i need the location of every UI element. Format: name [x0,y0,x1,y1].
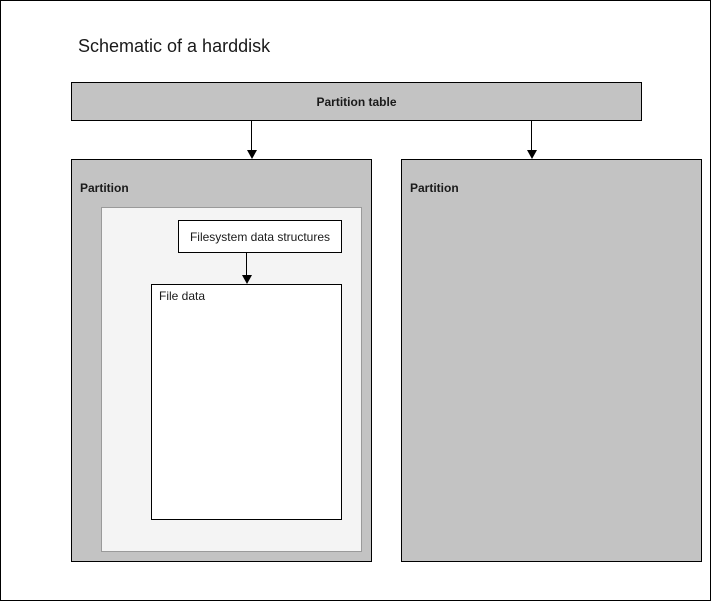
filesystem-data-structures-label: Filesystem data structures [189,229,331,244]
file-data-label: File data [159,289,206,303]
arrow-down-icon-to-partition-2 [526,121,537,159]
arrow-down-icon-to-file-data [241,253,252,284]
arrow-head [246,150,257,159]
filesystem-data-structures-box[interactable]: Filesystem data structures [178,220,342,253]
arrow-shaft [531,121,532,151]
partition-box-2[interactable]: Partition [401,159,702,562]
arrow-shaft [246,253,247,276]
arrow-head [241,275,252,284]
partition-table-label: Partition table [316,94,397,109]
partition-label-1: Partition [80,181,129,195]
arrow-down-icon-to-partition-1 [246,121,257,159]
partition-label-2: Partition [410,181,459,195]
file-data-box[interactable]: File data [151,284,342,520]
partition-table-box[interactable]: Partition table [71,82,642,121]
arrow-shaft [251,121,252,151]
page-title: Schematic of a harddisk [78,36,271,56]
arrow-head [526,150,537,159]
